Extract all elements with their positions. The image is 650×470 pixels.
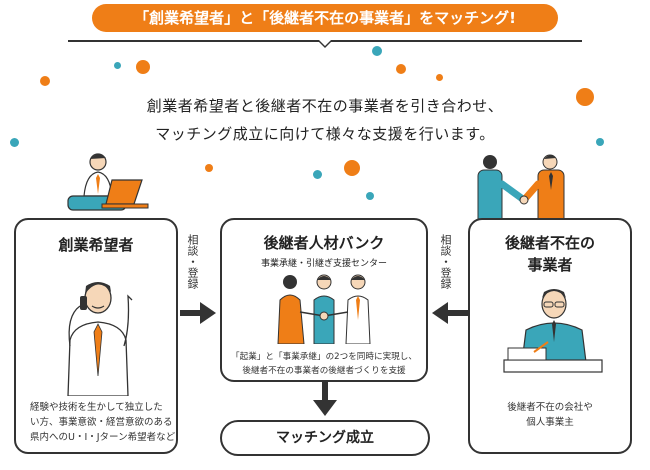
decor-dot bbox=[396, 64, 406, 74]
decor-dot bbox=[366, 192, 374, 200]
talent-bank-note-line-1: 「起業」と「事業承継」の2つを同時に実現し、 bbox=[231, 352, 417, 362]
phone-man-illustration bbox=[67, 282, 133, 396]
intro-line-2: マッチング成立に向けて様々な支援を行います。 bbox=[155, 125, 495, 143]
left-arrow-label: 相談・登録 bbox=[186, 234, 199, 289]
right-arrow-icon bbox=[180, 302, 216, 324]
talent-bank-note: 「起業」と「事業承継」の2つを同時に実現し、 後継者不在の事業者の後継者づくりを… bbox=[230, 350, 418, 378]
handshake-illustration bbox=[477, 154, 565, 229]
talent-bank-card: 後継者人材バンク 事業承継・引継ぎ支援センター 「起業」と「事業承継」の2つを同… bbox=[220, 218, 428, 382]
talent-bank-subtitle: 事業承継・引継ぎ支援センター bbox=[260, 259, 387, 269]
decor-dot bbox=[344, 160, 360, 176]
decor-dot bbox=[436, 74, 443, 81]
team-illustration bbox=[277, 274, 371, 344]
decor-dot bbox=[114, 62, 121, 69]
entrepreneur-note: 経験や技術を生かして独立した い方、事業意欲・経営意欲のある 県内へのU・I・J… bbox=[30, 400, 175, 445]
decor-dot bbox=[372, 46, 382, 56]
entrepreneur-note-line-3: 県内へのU・I・Jターン希望者など bbox=[30, 432, 176, 443]
left-arrow-icon bbox=[432, 302, 468, 324]
decor-dot bbox=[10, 138, 19, 147]
business-owner-card: 後継者不在の 事業者 後継者不在の会社や 個人事業主 bbox=[468, 218, 632, 454]
down-arrow-icon bbox=[313, 382, 337, 416]
right-arrow-label: 相談・登録 bbox=[439, 234, 452, 289]
desk-man-illustration bbox=[503, 289, 603, 373]
decor-dot bbox=[576, 88, 594, 106]
talent-bank-note-line-2: 後継者不在の事業者の後継者づくりを支援 bbox=[242, 366, 406, 376]
decor-dot bbox=[313, 170, 322, 179]
business-owner-title-line-2: 事業者 bbox=[527, 256, 573, 274]
business-owner-note: 後継者不在の会社や 個人事業主 bbox=[470, 400, 630, 430]
entrepreneur-card: 創業希望者 経験や技術を生かして独立した い方、事業意欲・経営意欲のある 県内へ… bbox=[14, 218, 178, 454]
entrepreneur-note-line-1: 経験や技術を生かして独立した bbox=[30, 402, 163, 413]
intro-text: 創業者希望者と後継者不在の事業者を引き合わせ、 マッチング成立に向けて様々な支援… bbox=[100, 92, 550, 148]
header-banner: 「創業希望者」と「後継者不在の事業者」をマッチング! bbox=[92, 4, 558, 32]
decor-dot bbox=[205, 164, 213, 172]
decor-dot bbox=[136, 60, 150, 74]
business-owner-note-line-2: 個人事業主 bbox=[526, 417, 574, 428]
business-owner-note-line-1: 後継者不在の会社や bbox=[507, 402, 593, 413]
decor-dot bbox=[596, 138, 604, 146]
laptop-user-illustration bbox=[67, 153, 149, 211]
divider-notch-inner bbox=[319, 40, 331, 46]
matching-result: マッチング成立 bbox=[220, 420, 430, 456]
decor-dot bbox=[40, 76, 50, 86]
business-owner-title-line-1: 後継者不在の bbox=[504, 234, 595, 252]
entrepreneur-title: 創業希望者 bbox=[58, 236, 134, 254]
entrepreneur-note-line-2: い方、事業意欲・経営意欲のある bbox=[30, 417, 173, 428]
talent-bank-title: 後継者人材バンク bbox=[263, 234, 385, 252]
intro-line-1: 創業者希望者と後継者不在の事業者を引き合わせ、 bbox=[146, 97, 504, 115]
